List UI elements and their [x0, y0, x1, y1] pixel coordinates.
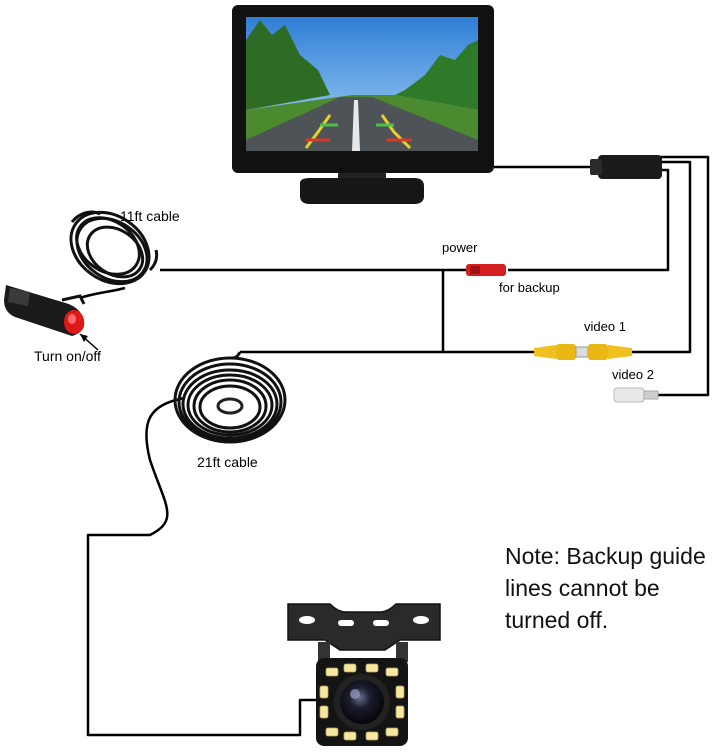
video2-trunk	[658, 155, 710, 397]
coil-21ft	[173, 351, 287, 444]
monitor-icon	[232, 5, 494, 204]
note-line-2: lines cannot be	[505, 575, 660, 601]
note-line-1: Note: Backup guide	[505, 543, 706, 569]
note-line-3: turned off.	[505, 607, 609, 633]
label-power: power	[442, 240, 478, 255]
monitor-connector	[590, 155, 662, 179]
car-charger-plug-icon	[4, 285, 99, 351]
camera-cable	[86, 396, 320, 737]
note-text: Note: Backup guide lines cannot be turne…	[505, 540, 720, 636]
coil-11ft	[69, 210, 159, 286]
plug-cable	[79, 286, 126, 300]
label-video-2: video 2	[612, 367, 654, 382]
label-21ft-cable: 21ft cable	[197, 454, 258, 470]
label-11ft-cable: 11ft cable	[120, 208, 180, 224]
label-video-1: video 1	[584, 319, 626, 334]
power-trunk	[508, 168, 670, 272]
label-for-backup: for backup	[499, 280, 560, 295]
video1-connector	[534, 344, 632, 360]
power-connector	[466, 264, 506, 276]
video1-trunk	[632, 160, 692, 354]
label-turn-on-off: Turn on/off	[34, 348, 101, 364]
video2-connector	[613, 387, 659, 403]
cables	[79, 155, 710, 737]
backup-camera-icon	[287, 603, 441, 746]
